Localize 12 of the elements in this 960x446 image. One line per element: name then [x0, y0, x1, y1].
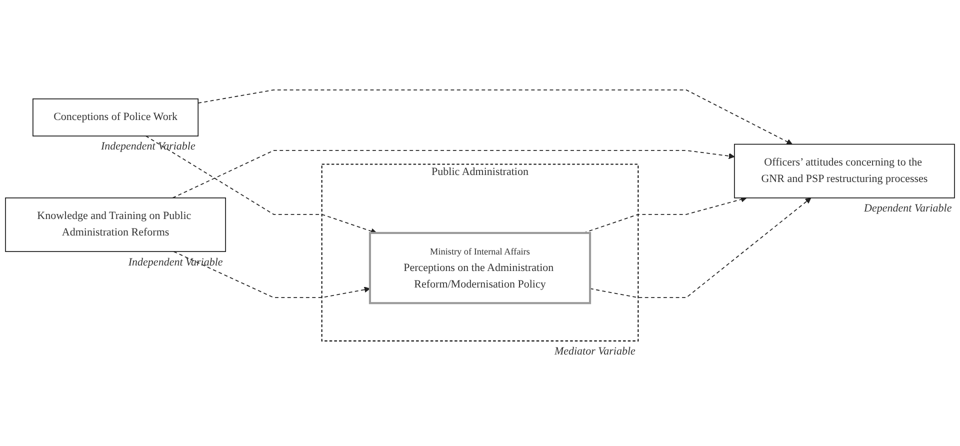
variable-caption: Mediator Variable [554, 346, 636, 358]
node-box: Ministry of Internal Affairs Perceptions on the Administration Reform/Modernisation Policy [368, 232, 592, 304]
node-box: Conceptions of Police Work [32, 98, 199, 136]
arrow [590, 198, 812, 298]
variable-caption: Independent Variable [100, 140, 196, 153]
node-box: Officers’ attitudes concerning to the GNR and PSP restructuring processes [734, 144, 955, 198]
variable-caption: Independent Variable [128, 256, 223, 268]
arrow [172, 150, 735, 198]
node-box: Knowledge and Training on Public Administration Reforms [5, 197, 226, 252]
arrow [198, 89, 792, 145]
variable-caption: Dependent Variable [864, 202, 952, 215]
arrow [173, 251, 370, 298]
